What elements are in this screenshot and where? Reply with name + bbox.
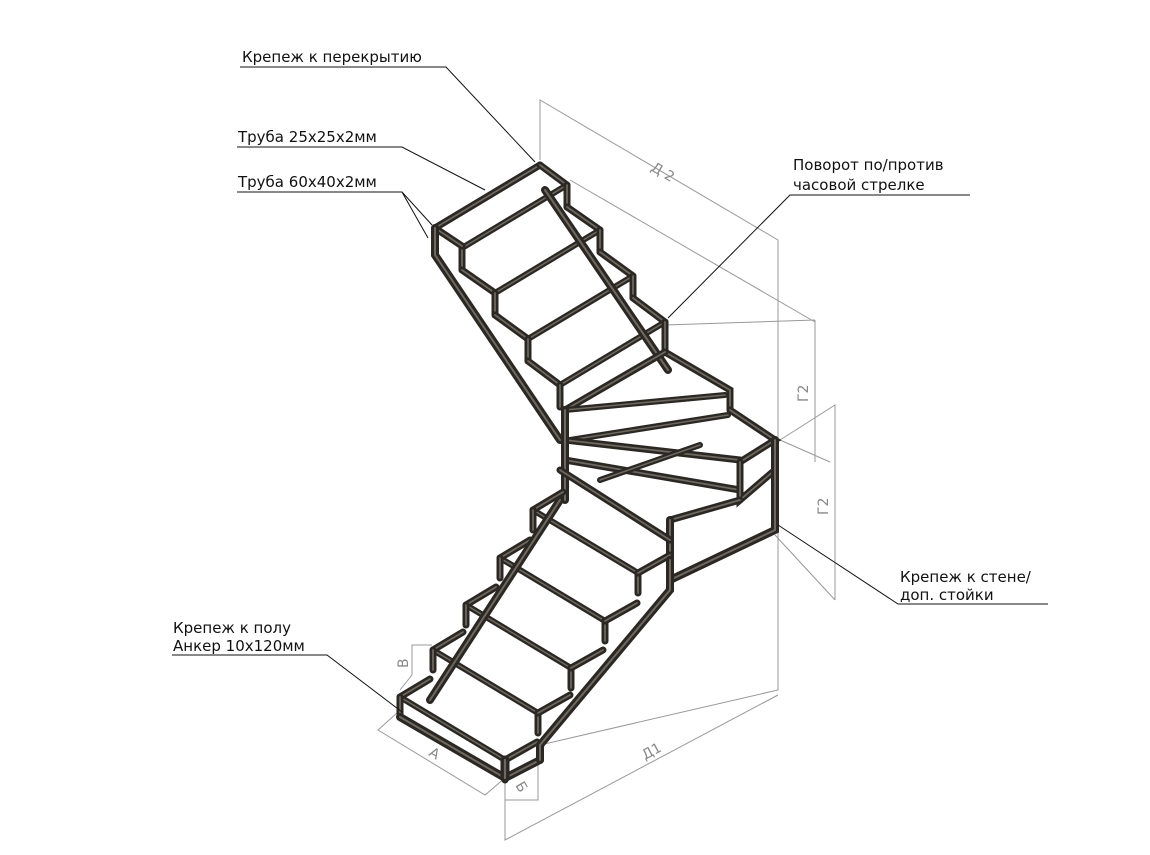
- leader-tube-large: [237, 191, 433, 239]
- lower-outer-stringer-highlight: [539, 559, 671, 761]
- leader-lines: [172, 66, 1048, 713]
- callout-ceiling-mount: Крепеж к перекрытию: [242, 48, 422, 66]
- step-side-rail-highlight: [461, 269, 496, 294]
- tread-bar-highlight: [432, 649, 539, 714]
- dim-d1-label: Д1: [639, 740, 664, 763]
- step-side-rail-highlight: [465, 586, 497, 606]
- dim-g2-upper-line: [569, 179, 831, 463]
- stair-frame: [396, 161, 782, 784]
- winder-rail-highlight: [664, 321, 731, 411]
- step-side-rail-highlight: [537, 694, 571, 714]
- upper-inner-stringer-highlight: [544, 189, 669, 371]
- top-side-rail-highlight: [539, 164, 568, 186]
- step-side-rail-highlight: [637, 554, 671, 574]
- winder-tread-highlight: [564, 459, 741, 491]
- step-side-rail-highlight: [504, 741, 538, 761]
- bottom-step-frame: [396, 713, 544, 783]
- callout-turn-line2: часовой стрелке: [793, 176, 925, 194]
- leader-wall-mount: [777, 524, 1048, 605]
- tread-bar-highlight: [559, 321, 666, 386]
- winder-tread-highlight: [564, 351, 666, 411]
- landing-frame-highlight: [559, 469, 671, 541]
- dim-b-line: [504, 760, 539, 801]
- step-side-rail-highlight: [570, 649, 604, 669]
- winder-bar-highlight: [599, 444, 701, 481]
- winder-bar-highlight: [564, 394, 726, 411]
- lower-inner-stringer-highlight: [429, 499, 561, 701]
- dim-g2-lower-label: Г2: [816, 498, 832, 515]
- callout-wall-mount-line2: доп. стойки: [900, 586, 994, 604]
- dim-g2-upper-label: Г2: [796, 385, 812, 402]
- top-side-rail-highlight: [434, 227, 463, 247]
- winder-tread-highlight: [564, 439, 741, 461]
- step-side-rail-highlight: [494, 314, 529, 340]
- top-back-rail-highlight: [434, 164, 541, 229]
- callout-tube-large: Труба 60х40х2мм: [237, 173, 377, 191]
- tread-bar-highlight: [494, 229, 601, 294]
- callout-tube-small: Труба 25х25х2мм: [237, 128, 377, 146]
- leader-floor-mount: [172, 654, 403, 713]
- callout-turn-line1: Поворот по/против: [793, 156, 944, 174]
- step-side-rail-highlight: [532, 491, 564, 511]
- step-side-rail-highlight: [599, 251, 634, 277]
- landing-rail: [736, 458, 779, 508]
- step-side-rail-highlight: [566, 206, 601, 231]
- dim-d2-label: Д 2: [648, 160, 677, 186]
- step-side-rail-highlight: [499, 539, 531, 559]
- leader-ceiling-mount: [240, 66, 536, 163]
- landing-frame-highlight: [669, 439, 776, 581]
- step-side-rail-highlight: [432, 631, 464, 651]
- winder-bar-highlight: [569, 414, 729, 441]
- upper-outer-stringer-highlight: [434, 227, 561, 441]
- step-side-rail-highlight: [399, 678, 431, 698]
- dim-g2-lower-line: [774, 404, 836, 601]
- step-side-rail-highlight: [527, 360, 561, 386]
- callout-wall-mount-line1: Крепеж к стене/: [900, 568, 1032, 586]
- dim-b-label: Б: [512, 779, 531, 795]
- leader-turn: [667, 194, 970, 319]
- step-side-rail-highlight: [632, 297, 666, 323]
- tread-bar-highlight: [399, 696, 506, 761]
- landing-frame-highlight: [669, 499, 741, 521]
- dim-d2-line: [539, 99, 779, 430]
- dim-a-line: [377, 711, 506, 796]
- leader-tube-small: [237, 146, 486, 191]
- dim-v-line: [399, 644, 432, 691]
- callout-floor-mount-line1: Крепеж к полу: [173, 619, 291, 637]
- tread-bar-highlight: [527, 275, 634, 340]
- step-side-rail-highlight: [604, 602, 638, 622]
- callout-floor-mount-line2: Анкер 10х120мм: [173, 637, 305, 655]
- dim-v-label: В: [396, 658, 412, 668]
